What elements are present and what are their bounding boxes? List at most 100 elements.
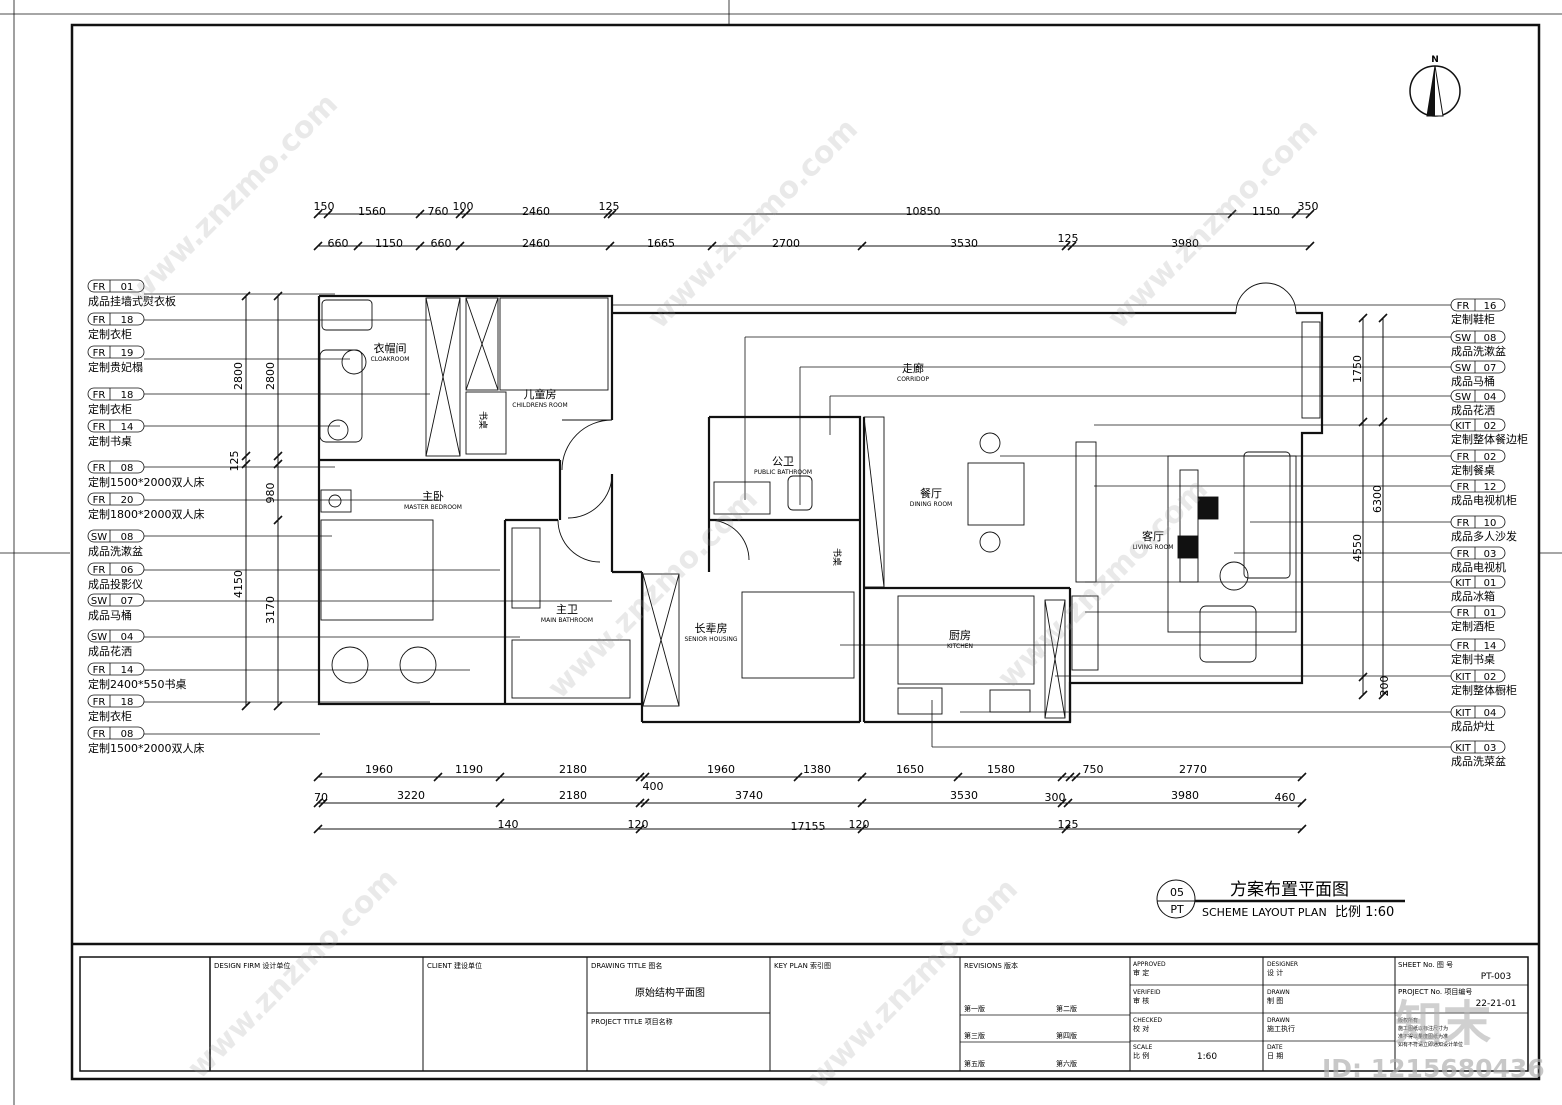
dimension-tick [640,772,650,782]
dimension-tick [640,798,650,808]
dim-bot1-2: 2180 [559,763,587,776]
dim-top1-5: 125 [599,200,620,213]
plan-title-en: SCHEME LAYOUT PLAN [1202,906,1327,919]
tag-code: FR [93,697,106,708]
dim-top1-0: 150 [314,200,335,213]
tag-frame [87,312,145,326]
dim-bot3-2: 17155 [791,820,826,833]
left-tags: FR 01 成品挂墙式熨衣板 FR 18 定制衣柜 FR 19 定制贵妃榻 FR… [87,279,205,755]
tag-num: 10 [1484,518,1497,529]
plan-scale: 比例 1:60 [1335,905,1394,920]
tb-sheet: SHEET No. 图 号 [1398,961,1453,969]
dim-bot1-6: 1580 [987,763,1015,776]
tb-checked: CHECKED [1133,1017,1162,1024]
dimension-tick [1067,241,1077,251]
room-main-bath-cn: 主卫 [556,603,578,616]
tag-num: 08 [121,532,134,543]
tb-scale-label: SCALE [1133,1044,1152,1051]
tag-text: 成品花洒 [88,645,132,658]
left-tag-item: FR 18 定制衣柜 [87,312,145,341]
tag-frame [87,662,145,676]
dimension-tick [635,772,645,782]
furniture [319,297,1321,719]
tag-text: 成品多人沙发 [1451,529,1517,543]
watermark-site-6: www.znzmo.com [181,862,405,1086]
dimension-tick [323,209,333,219]
tag-num: 14 [1484,641,1497,652]
dim-right-inner-1: 4550 [1351,534,1364,562]
dimension-tick [273,515,283,525]
tag-code: SW [1455,363,1471,374]
tag-code: KIT [1455,421,1472,432]
tag-frame [1450,330,1506,344]
dimension-tick [313,824,323,834]
left-tag-item: FR 18 定制衣柜 [87,694,145,723]
right-tag-item: KIT 03 成品洗菜盆 [1450,740,1506,768]
tag-frame [1450,705,1506,719]
dim-bot2-0: 70 [314,791,328,804]
dimension-tick [415,241,425,251]
dim-bot1-5: 1650 [896,763,924,776]
tag-code: FR [93,665,106,676]
tag-num: 08 [121,729,134,740]
tag-code: FR [1457,482,1470,493]
tag-code: FR [1457,608,1470,619]
watermark-site-4: www.znzmo.com [541,482,765,706]
left-tag-item: FR 01 成品挂墙式熨衣板 [87,279,176,308]
tag-text: 成品电视机 [1451,560,1506,574]
dim-bot2-1: 3220 [397,789,425,802]
room-dining-en: DINING ROOM [910,501,952,508]
tag-num: 04 [1484,392,1497,403]
tag-num: 14 [121,665,134,676]
tag-num: 01 [1484,578,1497,589]
tag-code: KIT [1455,672,1472,683]
tb-approved: APPROVED [1133,961,1166,968]
tag-text: 定制衣柜 [88,709,132,723]
tag-code: FR [93,282,106,293]
tag-num: 04 [1484,708,1497,719]
dimension-tick [857,772,867,782]
tag-text: 成品冰箱 [1451,589,1495,603]
tag-num: 12 [1484,482,1497,493]
north-label: N [1431,55,1439,65]
tag-text: 定制鞋柜 [1451,312,1495,326]
dimension-tick [1358,690,1368,700]
callout-leaders-right [611,296,1451,748]
watermark-site-1: www.znzmo.com [121,87,345,311]
north-arrow: N [1409,55,1461,117]
dim-top1-3: 100 [453,200,474,213]
dim-left-inner-2: 3170 [264,596,277,624]
right-tag-item: SW 07 成品马桶 [1450,360,1506,388]
dim-bot1-3: 1960 [707,763,735,776]
tag-text: 定制衣柜 [88,327,132,341]
dim-bot2-2: 2180 [559,789,587,802]
tag-frame [1450,669,1506,683]
dim-top2-4: 1665 [647,237,675,250]
tb-project-no: 22-21-01 [1476,999,1517,1009]
right-tags: FR 16 定制鞋柜 SW 08 成品洗漱盆 SW 07 成品马桶 SW 04 … [1450,298,1528,768]
tb-note-3: 准不得以量度图纸为准 [1398,1033,1448,1040]
tb-rev-3: 第三版 [964,1031,985,1040]
dimension-tick [1378,313,1388,323]
dimension-tick [313,772,323,782]
dimension-tick [318,798,328,808]
room-living-cn: 客厅 [1142,529,1164,543]
right-tag-item: FR 02 定制餐桌 [1450,449,1506,477]
tag-num: 06 [121,565,134,576]
tag-frame [87,387,145,401]
tag-text: 成品挂墙式熨衣板 [88,294,176,308]
tb-rev-2: 第二版 [1056,1004,1077,1013]
tag-text: 定制酒柜 [1451,619,1495,633]
tag-frame [1450,360,1506,374]
tb-verified: VERIFEID [1133,989,1161,996]
room-master-cn: 主卧 [422,490,444,503]
tag-code: FR [1457,518,1470,529]
tag-num: 19 [121,348,134,359]
dimension-tick [495,772,505,782]
dimension-tick [1227,209,1237,219]
tag-frame [87,345,145,359]
dimension-tick [635,824,645,834]
right-tag-item: FR 14 定制书桌 [1450,638,1506,666]
tag-num: 08 [121,463,134,474]
tag-text: 定制贵妃榻 [88,360,143,374]
